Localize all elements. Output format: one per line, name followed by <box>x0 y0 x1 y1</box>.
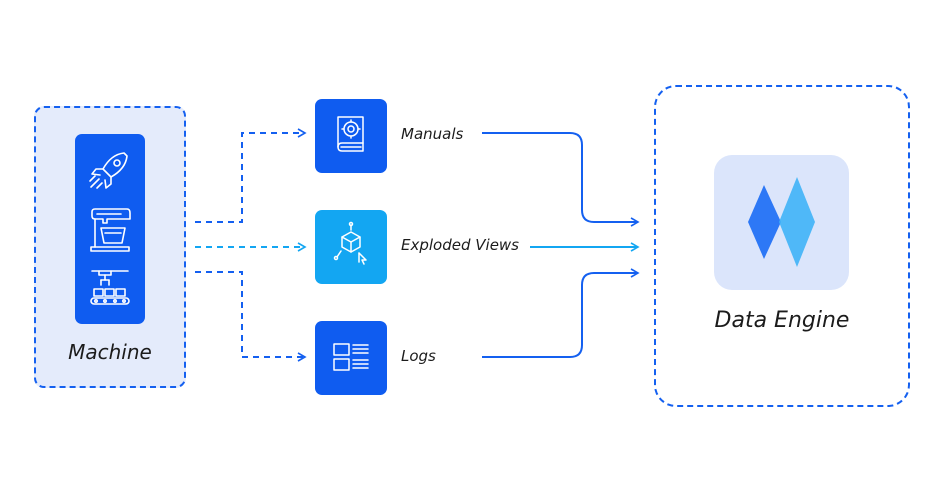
logs-label: Logs <box>401 347 436 365</box>
robot-arm-conveyor-icon <box>75 260 145 316</box>
exploded-views-label: Exploded Views <box>401 236 520 254</box>
rocket-icon <box>75 142 145 198</box>
data-engine-label: Data Engine <box>714 308 850 333</box>
machine-label: Machine <box>68 340 152 364</box>
connector-machine-logs <box>195 271 307 362</box>
connector-manuals-engine <box>482 132 640 227</box>
manuals-node[interactable] <box>315 99 387 173</box>
logs-node[interactable] <box>315 321 387 395</box>
book-gear-icon <box>337 116 364 152</box>
connector-machine-manuals <box>195 128 307 223</box>
manuals-label: Manuals <box>401 125 464 143</box>
exploded-views-node[interactable] <box>315 210 387 284</box>
connector-logs-engine <box>482 268 640 358</box>
log-list-icon <box>333 343 369 371</box>
machine-icon-strip <box>75 134 145 324</box>
3d-cube-explode-icon <box>333 221 367 265</box>
data-engine-logo-icon <box>714 155 849 290</box>
stand-mixer-icon <box>75 201 145 257</box>
